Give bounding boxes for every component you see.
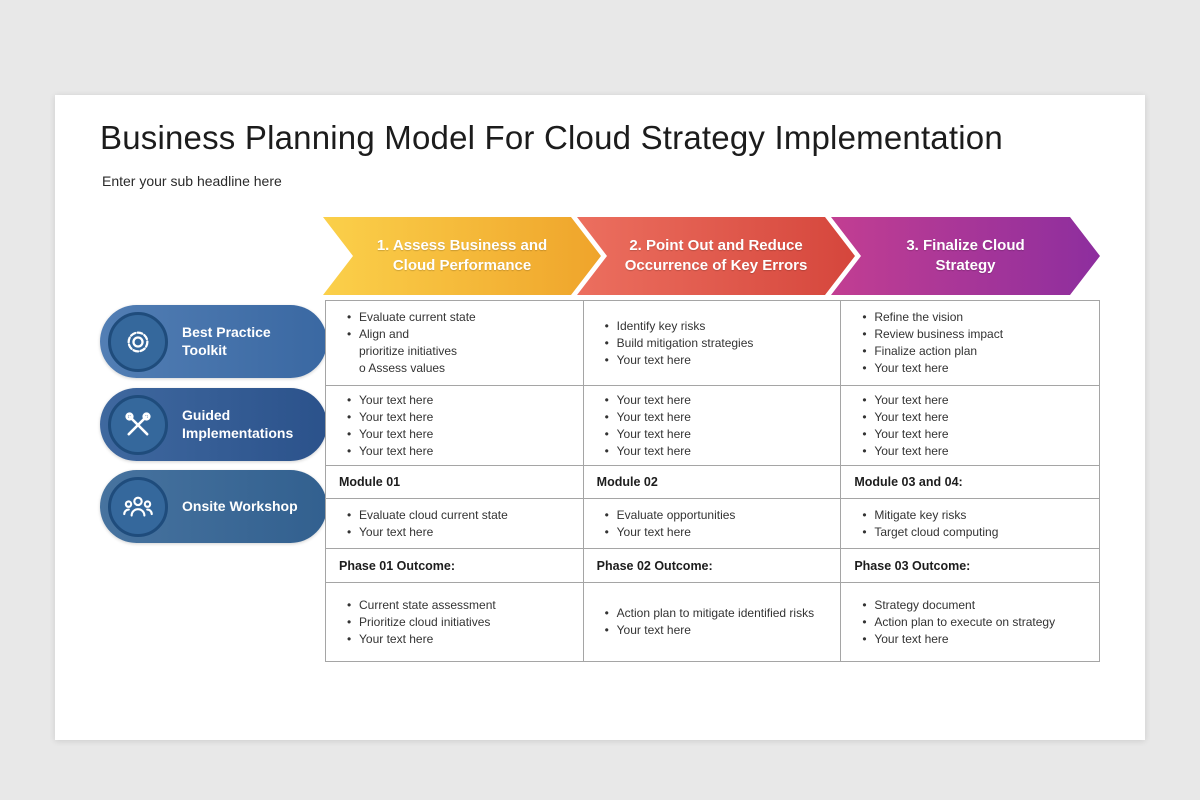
cell-r6c3: Strategy documentAction plan to execute …: [841, 583, 1099, 661]
bullet-item: Your text here: [861, 393, 1091, 408]
cell-r2c1: Your text hereYour text hereYour text he…: [326, 386, 584, 466]
bullet-item: Identify key risks: [604, 319, 833, 334]
bullet-item: Evaluate cloud current state: [346, 508, 575, 523]
gear-icon: [108, 311, 168, 372]
tools-icon: [108, 394, 168, 455]
arrow-step-1-label: 1. Assess Business and Cloud Performance: [376, 236, 548, 274]
cell-r2c2: Your text hereYour text hereYour text he…: [583, 386, 842, 466]
cell-r4c1: Evaluate cloud current stateYour text he…: [326, 499, 584, 549]
category-label: Best Practice Toolkit: [182, 324, 271, 358]
phase-header-1: Phase 01 Outcome:: [326, 549, 584, 583]
module-header-3: Module 03 and 04:: [841, 466, 1099, 499]
bullet-item: Mitigate key risks: [861, 508, 1091, 523]
arrow-step-1: 1. Assess Business and Cloud Performance: [323, 217, 601, 295]
arrow-step-2-label: 2. Point Out and Reduce Occurrence of Ke…: [624, 236, 808, 274]
bullet-item: Action plan to execute on strategy: [861, 615, 1091, 630]
bullet-item: Your text here: [861, 444, 1091, 459]
page-subtitle: Enter your sub headline here: [102, 173, 282, 189]
bullet-item: Your text here: [604, 427, 833, 442]
bullet-item: Your text here: [604, 410, 833, 425]
bullet-item: Your text here: [604, 623, 833, 638]
bullet-item: Finalize action plan: [861, 344, 1091, 359]
bullet-item: Your text here: [861, 410, 1091, 425]
bullet-item: Strategy document: [861, 598, 1091, 613]
bullet-item: Your text here: [861, 361, 1091, 376]
planning-matrix: Evaluate current stateAlign and prioritiz…: [325, 300, 1100, 662]
cell-r1c2: Identify key risksBuild mitigation strat…: [583, 301, 842, 386]
bullet-item: Refine the vision: [861, 310, 1091, 325]
bullet-item: Your text here: [346, 444, 575, 459]
bullet-item: Your text here: [346, 393, 575, 408]
bullet-item: Evaluate opportunities: [604, 508, 833, 523]
bullet-item: Prioritize cloud initiatives: [346, 615, 575, 630]
bullet-item: Target cloud computing: [861, 525, 1091, 540]
bullet-item: Your text here: [861, 632, 1091, 647]
arrow-step-3-label: 3. Finalize Cloud Strategy: [906, 236, 1025, 274]
bullet-item: o Assess values: [359, 361, 446, 375]
bullet-item: Action plan to mitigate identified risks: [604, 606, 833, 621]
cell-r2c3: Your text hereYour text hereYour text he…: [841, 386, 1099, 466]
category-guided-implementations: Guided Implementations: [100, 388, 327, 461]
bullet-item: Your text here: [604, 444, 833, 459]
bullet-item: Your text here: [604, 353, 833, 368]
bullet-item: Your text here: [604, 525, 833, 540]
cell-r1c3: Refine the visionReview business impactF…: [841, 301, 1099, 386]
cell-r4c2: Evaluate opportunitiesYour text here: [583, 499, 842, 549]
bullet-item: Your text here: [346, 427, 575, 442]
category-label: Guided Implementations: [182, 407, 294, 441]
bullet-item: Current state assessment: [346, 598, 575, 613]
bullet-item: Review business impact: [861, 327, 1091, 342]
cell-r6c1: Current state assessmentPrioritize cloud…: [326, 583, 584, 661]
bullet-item: Align and: [346, 327, 575, 342]
phase-header-2: Phase 02 Outcome:: [583, 549, 842, 583]
bullet-item: Your text here: [346, 410, 575, 425]
page-title: Business Planning Model For Cloud Strate…: [100, 119, 1003, 156]
cell-r6c2: Action plan to mitigate identified risks…: [584, 583, 842, 661]
category-best-practice-toolkit: Best Practice Toolkit: [100, 305, 327, 378]
bullet-item: prioritize initiatives: [359, 344, 458, 358]
bullet-item: Your text here: [861, 427, 1091, 442]
arrow-step-3: 3. Finalize Cloud Strategy: [831, 217, 1100, 295]
arrow-step-2: 2. Point Out and Reduce Occurrence of Ke…: [577, 217, 855, 295]
cell-r4c3: Mitigate key risksTarget cloud computing: [841, 499, 1099, 549]
people-icon: [108, 476, 168, 537]
bullet-item: Your text here: [346, 632, 575, 647]
bullet-item: Your text here: [604, 393, 833, 408]
category-onsite-workshop: Onsite Workshop: [100, 470, 327, 543]
bullet-item: Build mitigation strategies: [604, 336, 833, 351]
module-header-2: Module 02: [583, 466, 842, 499]
module-header-1: Module 01: [326, 466, 584, 499]
slide: Business Planning Model For Cloud Strate…: [55, 95, 1145, 740]
category-label: Onsite Workshop: [182, 497, 298, 514]
process-arrows: 1. Assess Business and Cloud Performance…: [55, 217, 1145, 295]
bullet-item: Your text here: [346, 525, 575, 540]
cell-r1c1: Evaluate current stateAlign and prioritiz…: [326, 301, 584, 386]
bullet-item: Evaluate current state: [346, 310, 575, 325]
phase-header-3: Phase 03 Outcome:: [841, 549, 1099, 583]
